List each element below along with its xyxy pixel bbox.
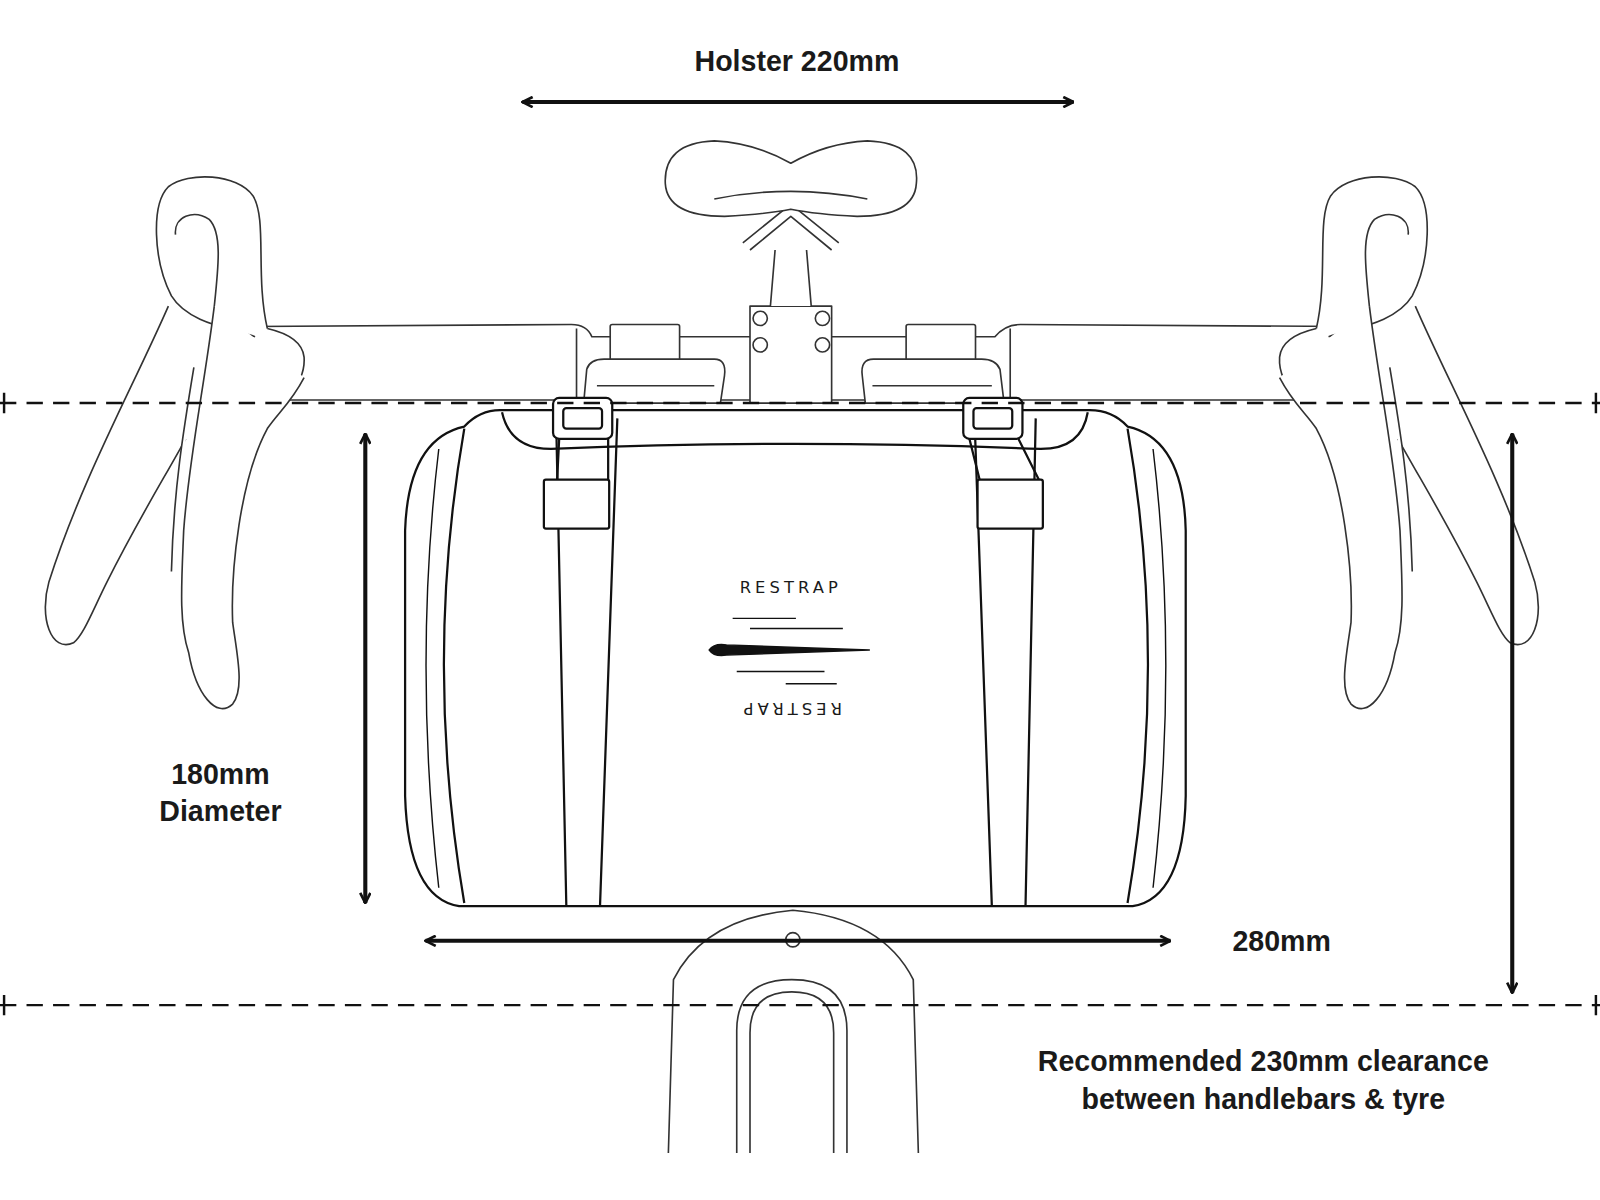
dimension-label: 280mm (1210, 922, 1353, 960)
brake-hood (45, 177, 304, 709)
brake-hood (1279, 177, 1538, 709)
holster-clamp (584, 324, 1004, 403)
dimension-label: 180mm Diameter (134, 755, 307, 831)
logo-mark (709, 618, 869, 683)
dimension-line (0, 102, 1600, 1015)
clearance-note: Recommended 230mm clearance between hand… (998, 1043, 1529, 1119)
head-tube (668, 910, 918, 1153)
brand-logo-text: RESTRAP (714, 578, 867, 598)
brand-logo-text: RESTRAP (714, 698, 867, 718)
dimension-label: Holster 220mm (644, 43, 950, 81)
handlebar-bag (405, 398, 1186, 906)
